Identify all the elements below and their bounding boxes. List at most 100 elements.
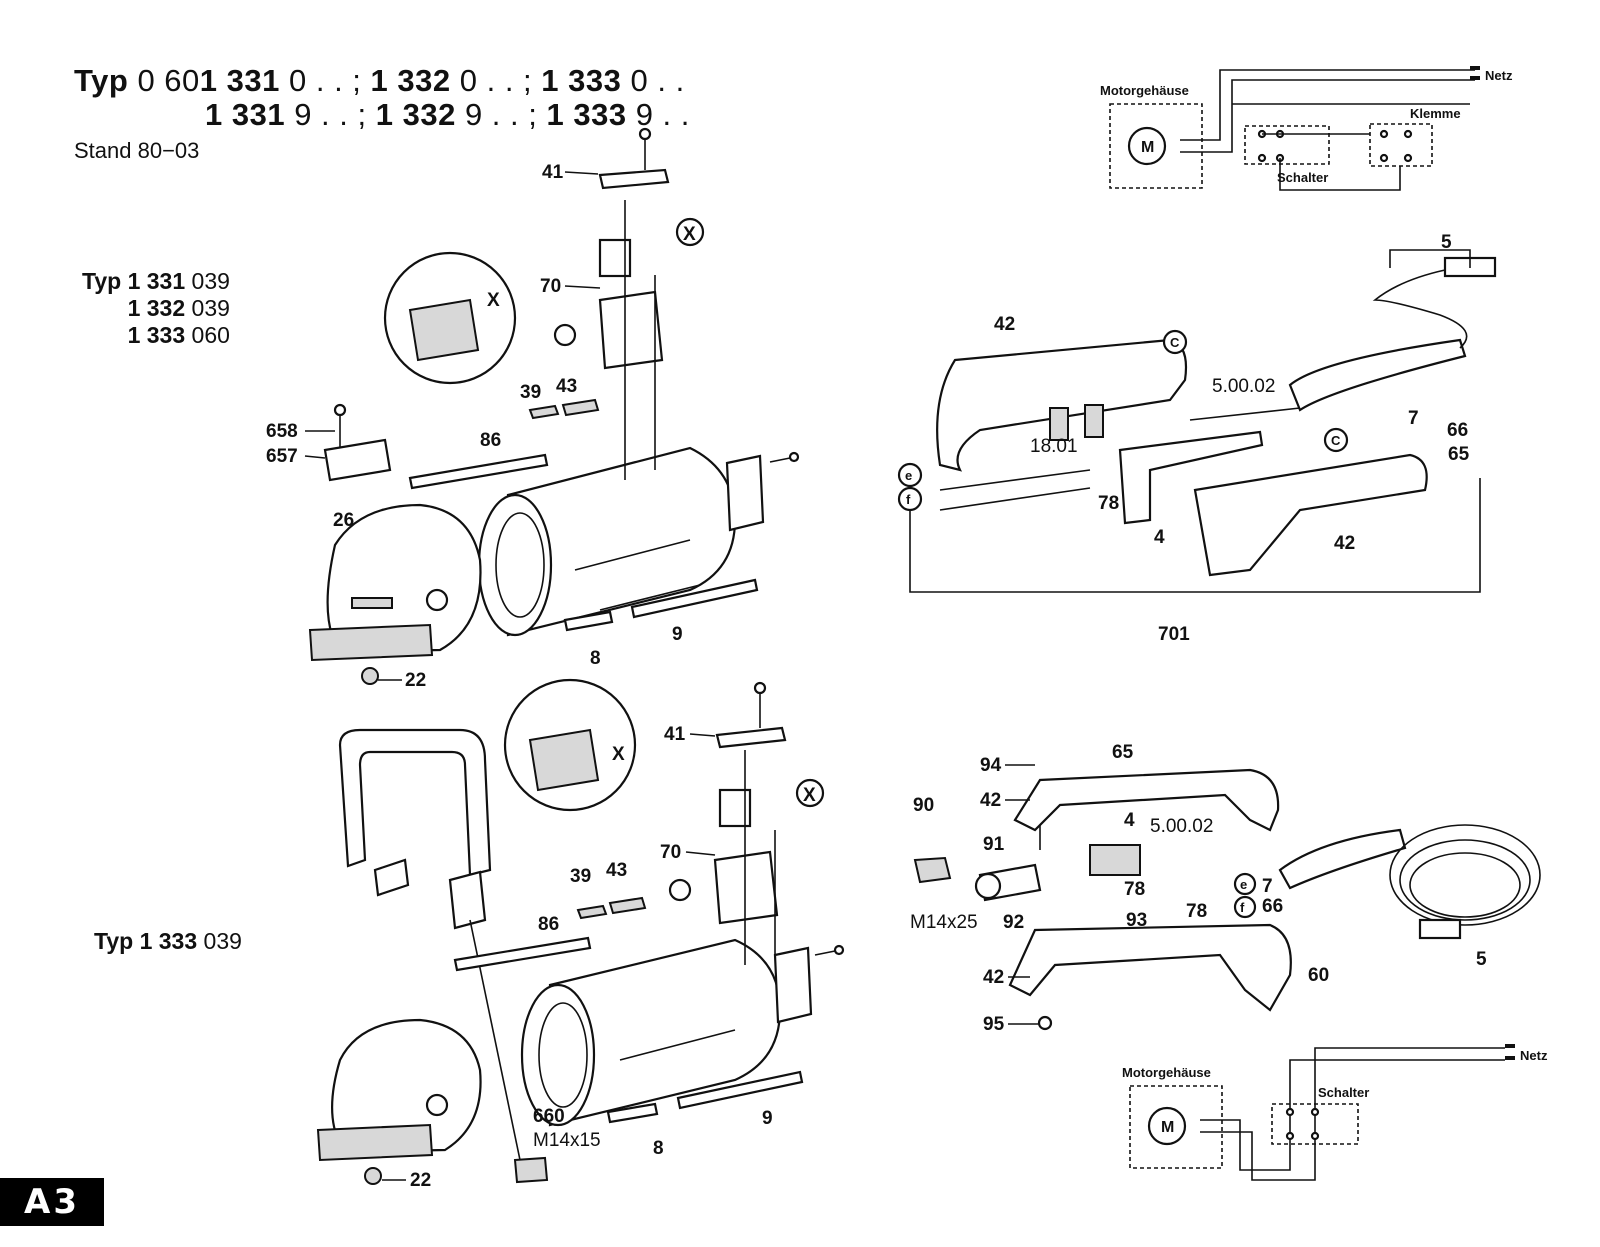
part-39-label: 39 [520, 382, 541, 403]
bolt-660 [513, 1156, 549, 1184]
switch-label: Schalter [1277, 170, 1328, 185]
part-660-label: 660 [533, 1106, 565, 1127]
part-4-label: 4 [1124, 810, 1135, 831]
motor-icon [1127, 126, 1167, 166]
cover-41 [715, 726, 787, 749]
plate-8 [563, 610, 614, 632]
plate-9 [630, 578, 759, 619]
type-number: 1 332 [127, 295, 186, 321]
mains-cable-coil [1389, 824, 1541, 926]
motor-housing-outline [1129, 1085, 1223, 1169]
x-detail-label: X [487, 290, 500, 311]
typ-label: Typ [74, 63, 129, 98]
motor-symbol: M [1141, 139, 1154, 156]
e-marker-label: e [905, 468, 912, 483]
part-5-label: 5 [1476, 949, 1487, 970]
part-92-label: 92 [1003, 912, 1024, 933]
f-marker-label: f [906, 492, 911, 507]
part-9-label: 9 [672, 624, 683, 645]
type-number: 1 333 [139, 928, 198, 954]
part-43-label: 43 [606, 860, 627, 881]
revision-stand: Stand 80−03 [74, 138, 200, 163]
wiring-lines [1200, 1047, 1505, 1181]
part-43-label: 43 [556, 376, 577, 397]
bolt-size-label: M14x25 [910, 912, 978, 933]
plate-8 [606, 1102, 659, 1124]
part-22-label: 22 [405, 670, 426, 691]
part-39-label: 39 [570, 866, 591, 887]
part-70-label: 70 [540, 276, 561, 297]
part-658-label: 658 [266, 421, 298, 442]
spindle-nut [361, 667, 379, 685]
part-66-label: 66 [1262, 896, 1283, 917]
switch-4 [1118, 430, 1264, 525]
upper-part-labels: 41 X X 70 39 43 658 657 86 26 8 9 22 [266, 162, 696, 691]
type-1331: 1 331 [199, 63, 280, 98]
mains-label: Netz [1485, 68, 1513, 83]
part-5-00-02-label: 5.00.02 [1150, 816, 1213, 837]
x-detail-label: X [612, 744, 625, 765]
type-number: 1 333 [127, 322, 186, 348]
type-suffix: 039 [203, 928, 242, 954]
part-94-label: 94 [980, 755, 1002, 776]
part-65-label: 65 [1112, 742, 1134, 763]
part-18-01-label: 18.01 [1030, 436, 1078, 457]
part-8-label: 8 [653, 1138, 664, 1159]
type-header-line-2: 1 331 9 . . ; 1 332 9 . . ; 1 333 9 . . [205, 98, 690, 132]
motor-symbol: M [1161, 1119, 1174, 1136]
type-1331-suffix: 9 . . ; [294, 97, 367, 132]
part-660-size: M14x15 [533, 1130, 601, 1151]
plug-5 [1418, 918, 1462, 940]
part-78-label: 78 [1186, 901, 1207, 922]
part-5-label: 5 [1441, 232, 1452, 253]
part-78-label: 78 [1098, 493, 1119, 514]
type-1332-suffix: 9 . . ; [464, 97, 538, 132]
bolt-90 [913, 856, 952, 884]
upper-handle-labels: 5 42 C 5.00.02 18.01 7 66 C 65 e f 78 4 … [905, 232, 1470, 645]
type-suffix: 039 [191, 268, 230, 294]
part-78-label: 78 [1124, 879, 1145, 900]
handle-half-42-upper [936, 338, 1188, 472]
type-1333: 1 333 [541, 63, 622, 98]
type-1331: 1 331 [205, 97, 286, 132]
page-badge: A3 [0, 1178, 104, 1226]
c-marker-label: C [1331, 433, 1341, 448]
plate-43 [561, 398, 600, 417]
part-7-label: 7 [1262, 876, 1273, 897]
x-marker [795, 778, 825, 808]
part-42-label: 42 [980, 790, 1001, 811]
switch-outline [1244, 125, 1330, 165]
x-marker-label: X [803, 785, 816, 806]
type-1332: 1 332 [375, 97, 456, 132]
part-22-label: 22 [410, 1170, 431, 1191]
type-suffix: 039 [191, 295, 230, 321]
housing-label: Motorgehäuse [1122, 1065, 1211, 1080]
part-5-00-02-label: 5.00.02 [1212, 376, 1275, 397]
part-657-label: 657 [266, 446, 298, 467]
handle-assembly-lower [913, 768, 1541, 1031]
type-group-lower: Typ 1 333 039 [94, 928, 242, 955]
lower-handle-labels: 94 65 42 90 4 5.00.02 91 e 7 78 78 93 f … [910, 742, 1487, 1035]
strip-86 [453, 936, 592, 972]
terminal-label: Klemme [1410, 106, 1461, 121]
part-4-label: 4 [1154, 527, 1165, 548]
part-8-label: 8 [590, 648, 601, 669]
typ-label: Typ [94, 928, 134, 954]
part-65-label: 65 [1448, 444, 1470, 465]
part-7-label: 7 [1408, 408, 1419, 429]
part-42-label: 42 [994, 314, 1015, 335]
part-95-label: 95 [983, 1014, 1005, 1035]
type-header-line-1: Typ 0 601 331 0 . . ; 1 332 0 . . ; 1 33… [74, 64, 685, 98]
grinder-assembly-lower [316, 678, 845, 1185]
type-1332-suffix: 0 . . ; [459, 63, 533, 98]
handle-half-42-upper [1013, 768, 1280, 832]
type-1333-suffix: 0 . . [630, 63, 685, 98]
x-marker [675, 217, 705, 247]
switch-label: Schalter [1318, 1085, 1369, 1100]
side-cover [725, 454, 765, 532]
part-60-label: 60 [1308, 965, 1329, 986]
side-cover [773, 946, 813, 1024]
plate-39 [576, 904, 608, 920]
part-42-label: 42 [1334, 533, 1355, 554]
